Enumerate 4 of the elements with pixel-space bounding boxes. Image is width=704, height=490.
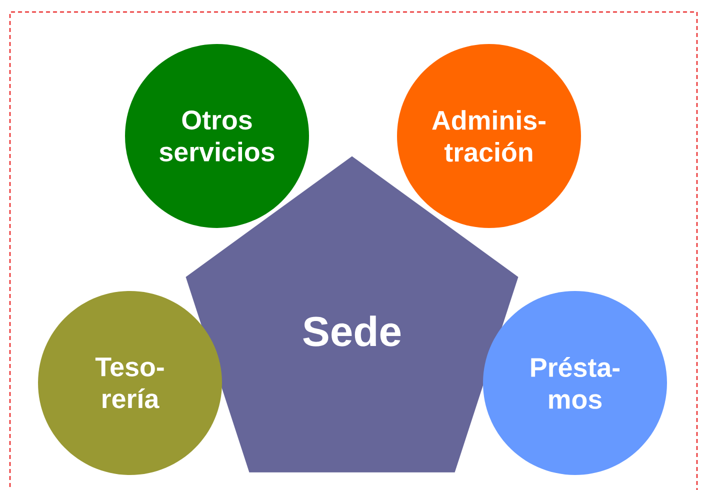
circle-node: Otros servicios	[125, 44, 309, 228]
circle-node: Teso- rería	[38, 291, 222, 475]
circle-node: Présta- mos	[483, 291, 667, 475]
circle-node: Adminis- tración	[397, 44, 581, 228]
